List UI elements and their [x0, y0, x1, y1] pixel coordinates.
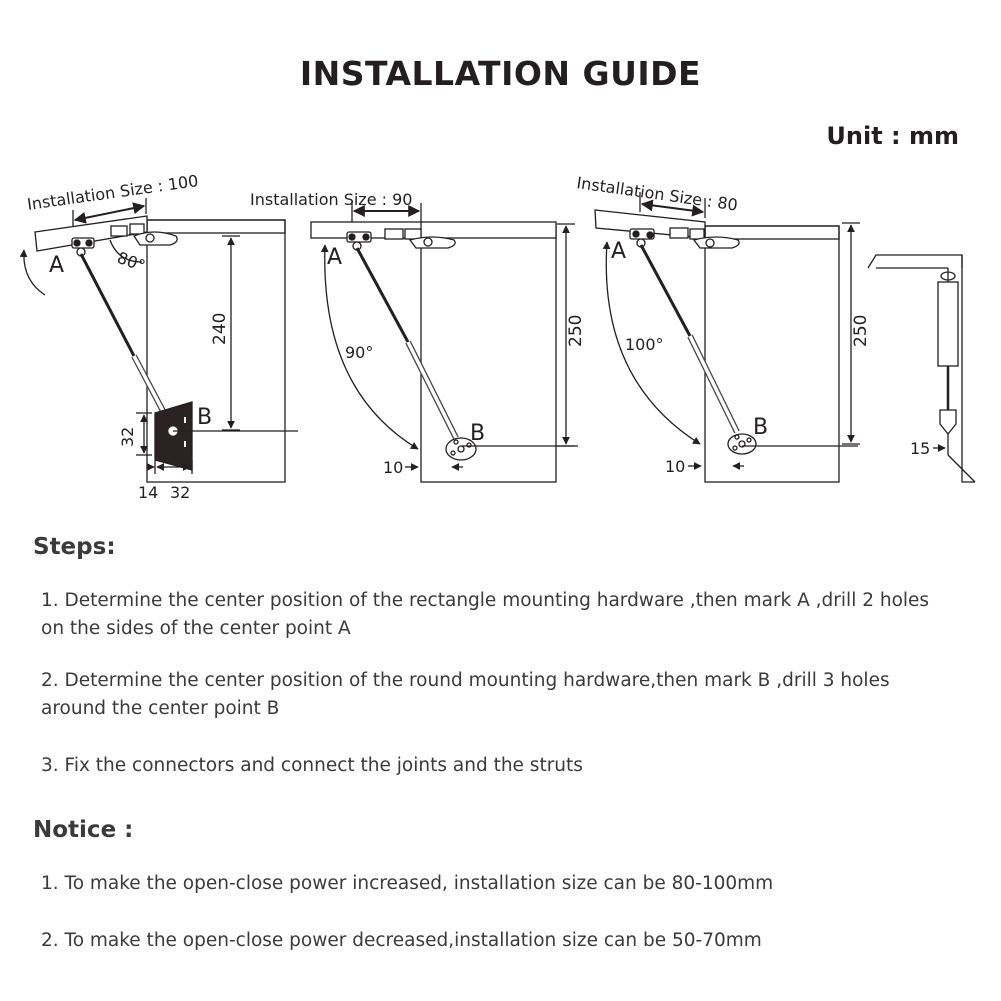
notice-heading: Notice :	[33, 817, 134, 843]
height-label-2: 250	[566, 315, 586, 347]
step-item-2: 2. Determine the center position of the …	[41, 667, 966, 723]
angle-label-2: 90°	[345, 343, 373, 362]
step-2-line-1: 2. Determine the center position of the …	[41, 670, 890, 691]
notice-item-1: 1. To make the open-close power increase…	[41, 873, 774, 894]
step-1-line-1: 1. Determine the center position of the …	[41, 590, 930, 611]
steps-heading: Steps:	[33, 534, 116, 560]
cabinet-3	[704, 225, 840, 483]
bottom-dim-label-1b: 32	[170, 483, 190, 502]
unit-label: Unit : mm	[826, 122, 959, 150]
hinge-1	[110, 223, 178, 246]
installation-size-label-1: Installation Size : 100	[26, 171, 200, 214]
side-offset-label: 15	[910, 439, 930, 458]
side-mount-top	[940, 271, 956, 281]
cabinet-2	[420, 223, 557, 483]
angle-label-1: 80°	[115, 248, 148, 276]
side-strut-body	[937, 281, 959, 367]
bracket-b-2	[445, 437, 477, 461]
step-item-1: 1. Determine the center position of the …	[41, 587, 966, 643]
label-b-2: B	[470, 421, 485, 446]
height-label-3: 250	[851, 315, 871, 347]
step-2-line-2: around the center point B	[41, 698, 280, 719]
step-item-3: 3. Fix the connectors and connect the jo…	[41, 752, 966, 780]
page-title: INSTALLATION GUIDE	[299, 54, 702, 93]
diagram-4-side-view	[867, 254, 976, 483]
mount-a-1	[71, 237, 95, 257]
installation-size-label-2: Installation Size : 90	[250, 190, 412, 209]
notice-item-2: 2. To make the open-close power decrease…	[41, 930, 762, 951]
mount-a-3	[629, 228, 655, 248]
hinge-2	[384, 228, 456, 249]
strut-rod-3	[639, 244, 692, 337]
installation-size-label-3: Installation Size : 80	[575, 173, 739, 214]
side-mount-bottom	[939, 409, 957, 436]
label-a-1: A	[49, 253, 64, 278]
bottom-dim-label-1a: 14	[138, 483, 158, 502]
bracket-b-3	[727, 433, 757, 455]
diagram-1	[19, 198, 298, 483]
offset-label-2: 10	[383, 458, 403, 477]
strut-rod-1	[79, 253, 136, 357]
hinge-3	[669, 227, 740, 249]
label-a-3: A	[611, 239, 626, 264]
step-3-line-1: 3. Fix the connectors and connect the jo…	[41, 755, 583, 776]
step-1-line-2: on the sides of the center point A	[41, 618, 351, 639]
mount-a-2	[346, 231, 372, 251]
angle-label-3: 100°	[625, 335, 664, 354]
diagram-3	[594, 192, 860, 483]
label-b-1: B	[197, 405, 212, 430]
label-a-2: A	[327, 245, 342, 270]
bracket-b-1	[154, 401, 193, 471]
label-b-3: B	[753, 415, 768, 440]
height-label-1: 240	[210, 313, 230, 345]
side-dim-label-1: 32	[118, 427, 137, 447]
diagram-2	[310, 203, 578, 483]
offset-label-3: 10	[665, 457, 685, 476]
strut-rod-2	[355, 247, 410, 343]
top-panel-1	[146, 219, 286, 234]
